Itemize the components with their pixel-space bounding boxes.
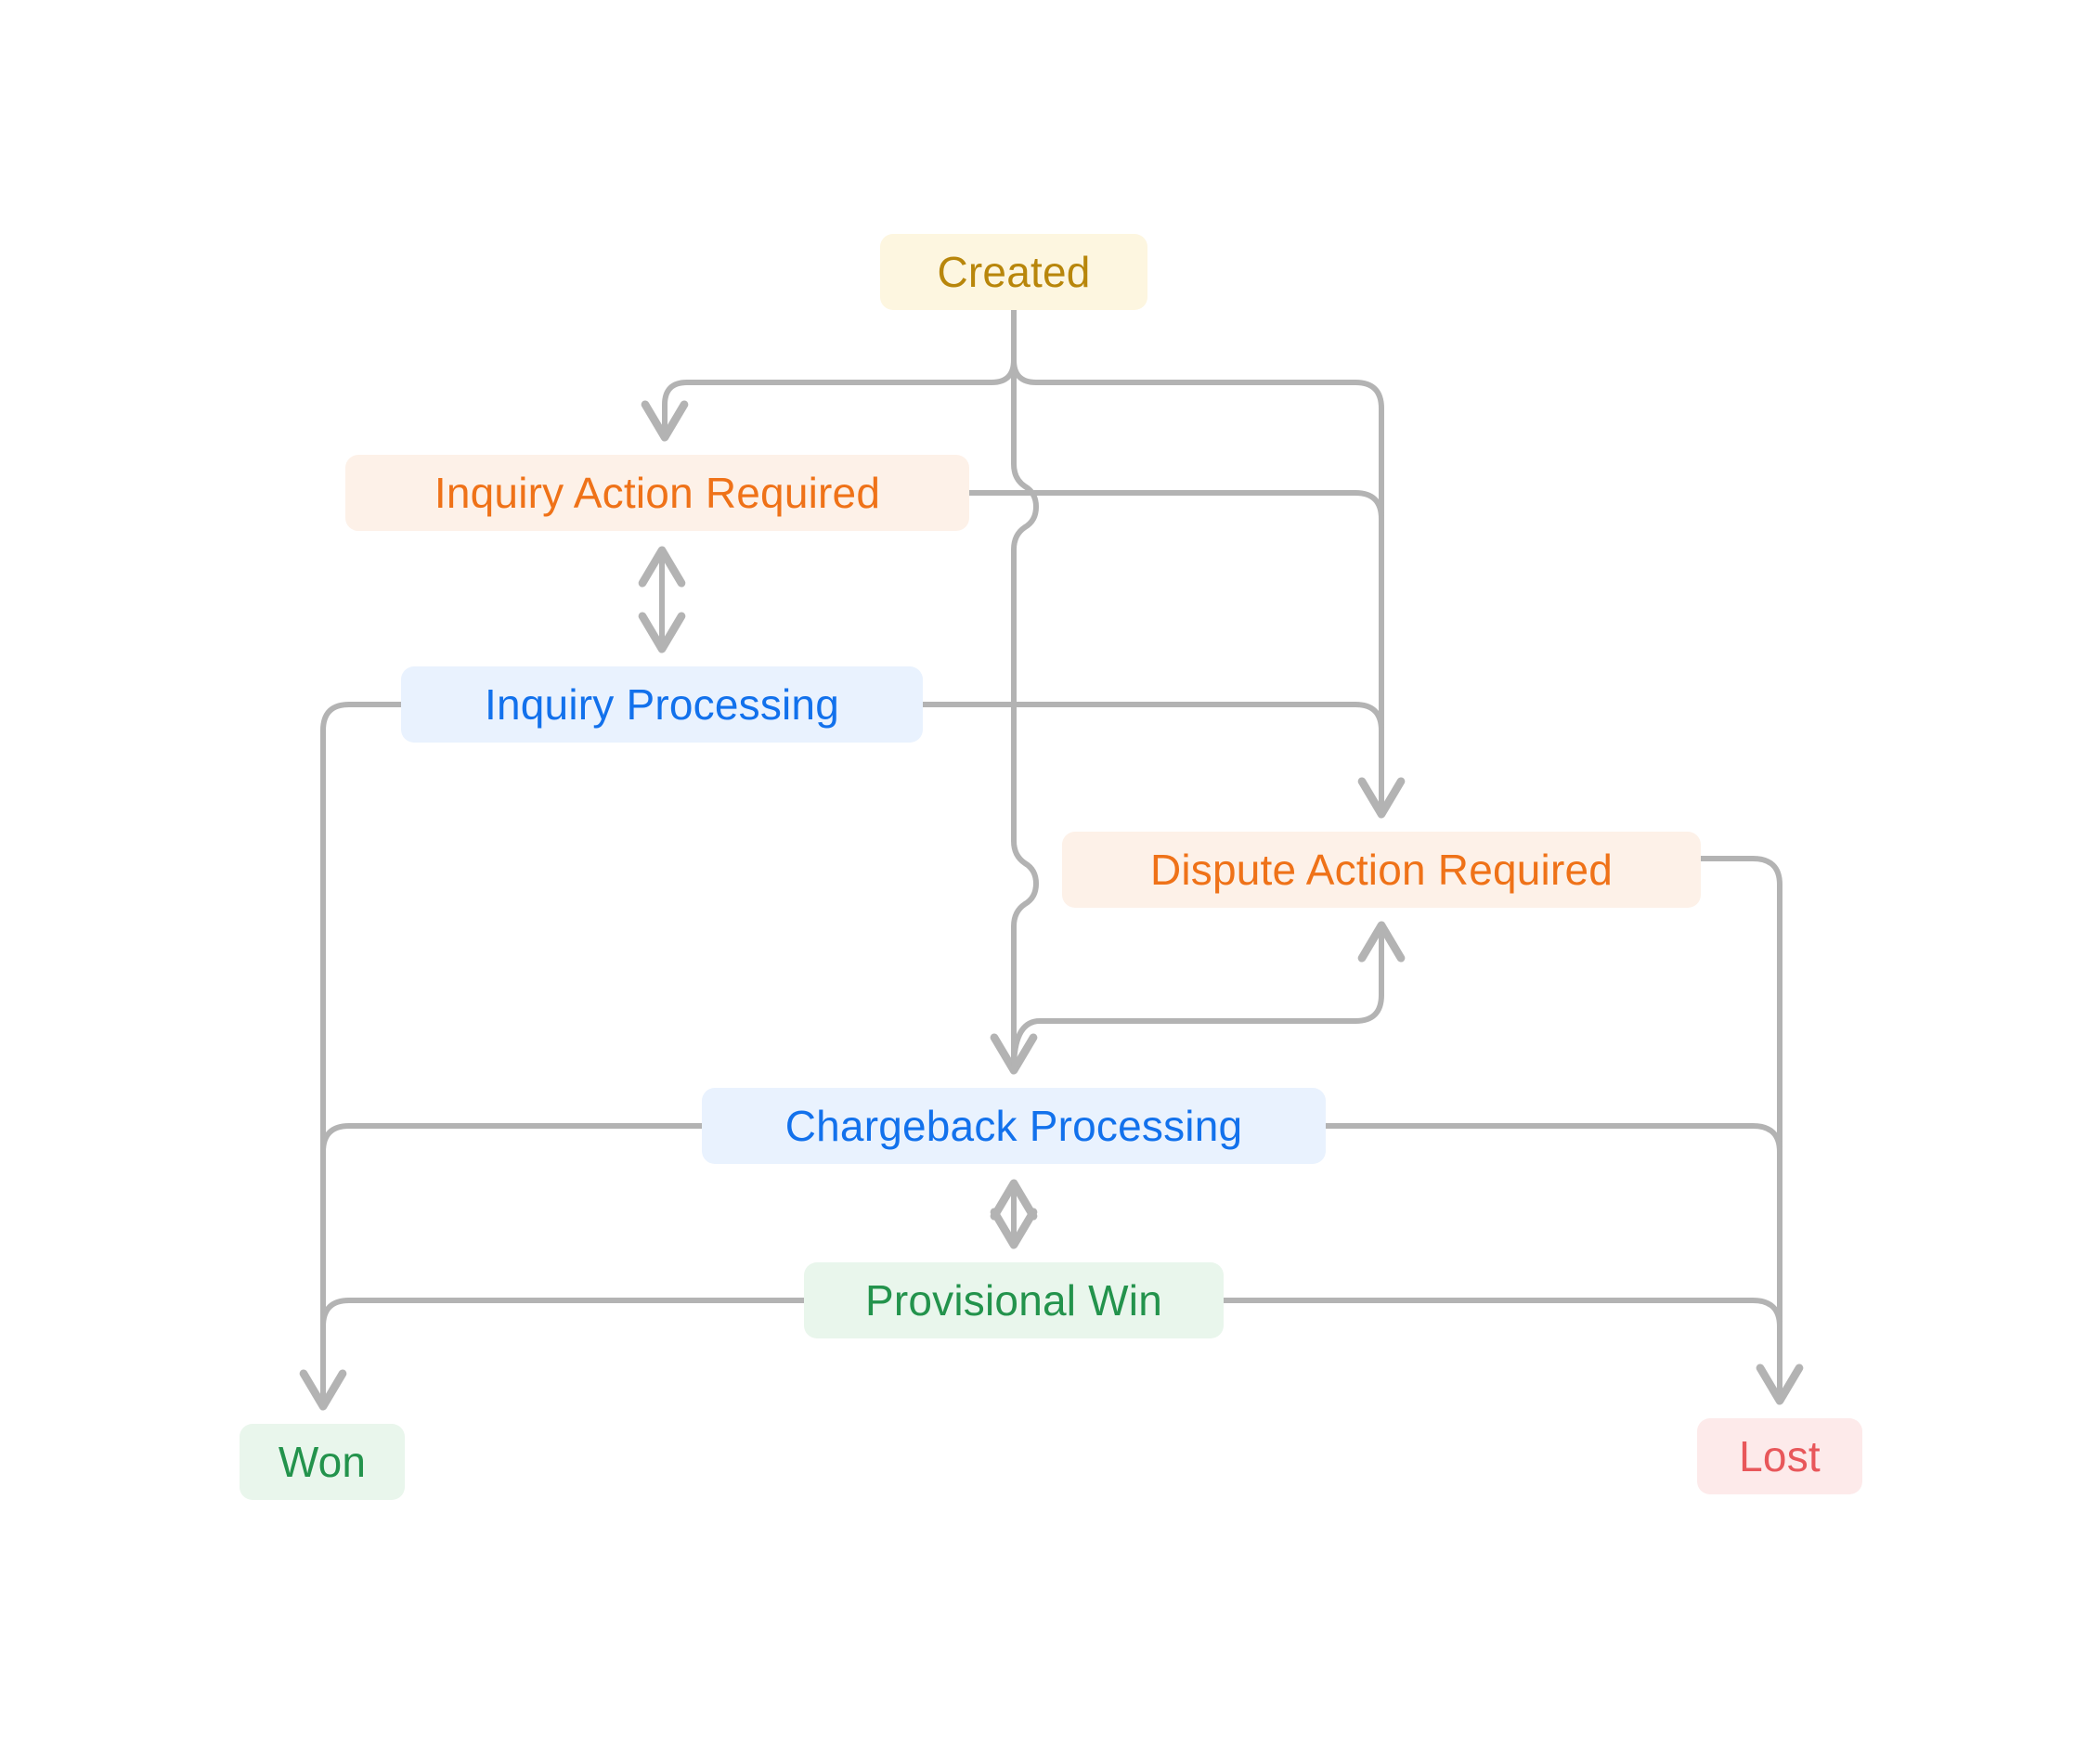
node-lost[interactable]: Lost <box>1697 1418 1862 1494</box>
edge-created-to-chargeback-processing <box>990 307 1039 1075</box>
edge-provisional-win-to-won <box>320 1298 807 1408</box>
node-provisional-win[interactable]: Provisional Win <box>804 1262 1224 1338</box>
edge-inquiry-action-required-to-dispute-action-required <box>966 490 1384 816</box>
node-label: Inquiry Processing <box>485 680 839 729</box>
node-inquiry-processing[interactable]: Inquiry Processing <box>401 666 923 743</box>
node-label: Provisional Win <box>865 1276 1162 1325</box>
edge-chargeback-processing-to-dispute-action-required <box>1011 921 1406 1072</box>
edge-provisional-win-to-lost <box>1221 1298 1782 1402</box>
node-chargeback-processing[interactable]: Chargeback Processing <box>702 1088 1326 1164</box>
node-label: Inquiry Action Required <box>434 469 881 517</box>
edge-dispute-action-required-to-lost <box>1698 856 1804 1405</box>
node-label: Lost <box>1739 1432 1821 1480</box>
node-dispute-action-required[interactable]: Dispute Action Required <box>1062 832 1701 908</box>
edge-chargeback-processing-to-lost <box>1323 1123 1782 1402</box>
node-won[interactable]: Won <box>240 1424 405 1500</box>
edge-inquiry-processing-to-won <box>299 702 404 1411</box>
node-label: Chargeback Processing <box>784 1102 1243 1150</box>
edge-created-to-inquiry-action-required <box>641 307 1017 442</box>
node-created[interactable]: Created <box>880 234 1147 310</box>
edge-inquiry-processing-to-dispute-action-required <box>920 702 1384 816</box>
node-inquiry-action-required[interactable]: Inquiry Action Required <box>345 455 969 531</box>
node-label: Won <box>278 1438 367 1486</box>
edge-created-to-dispute-action-required <box>1011 307 1406 819</box>
node-label: Dispute Action Required <box>1149 846 1614 894</box>
node-label: Created <box>937 248 1091 296</box>
edge-chargeback-processing-to-won <box>320 1123 705 1408</box>
